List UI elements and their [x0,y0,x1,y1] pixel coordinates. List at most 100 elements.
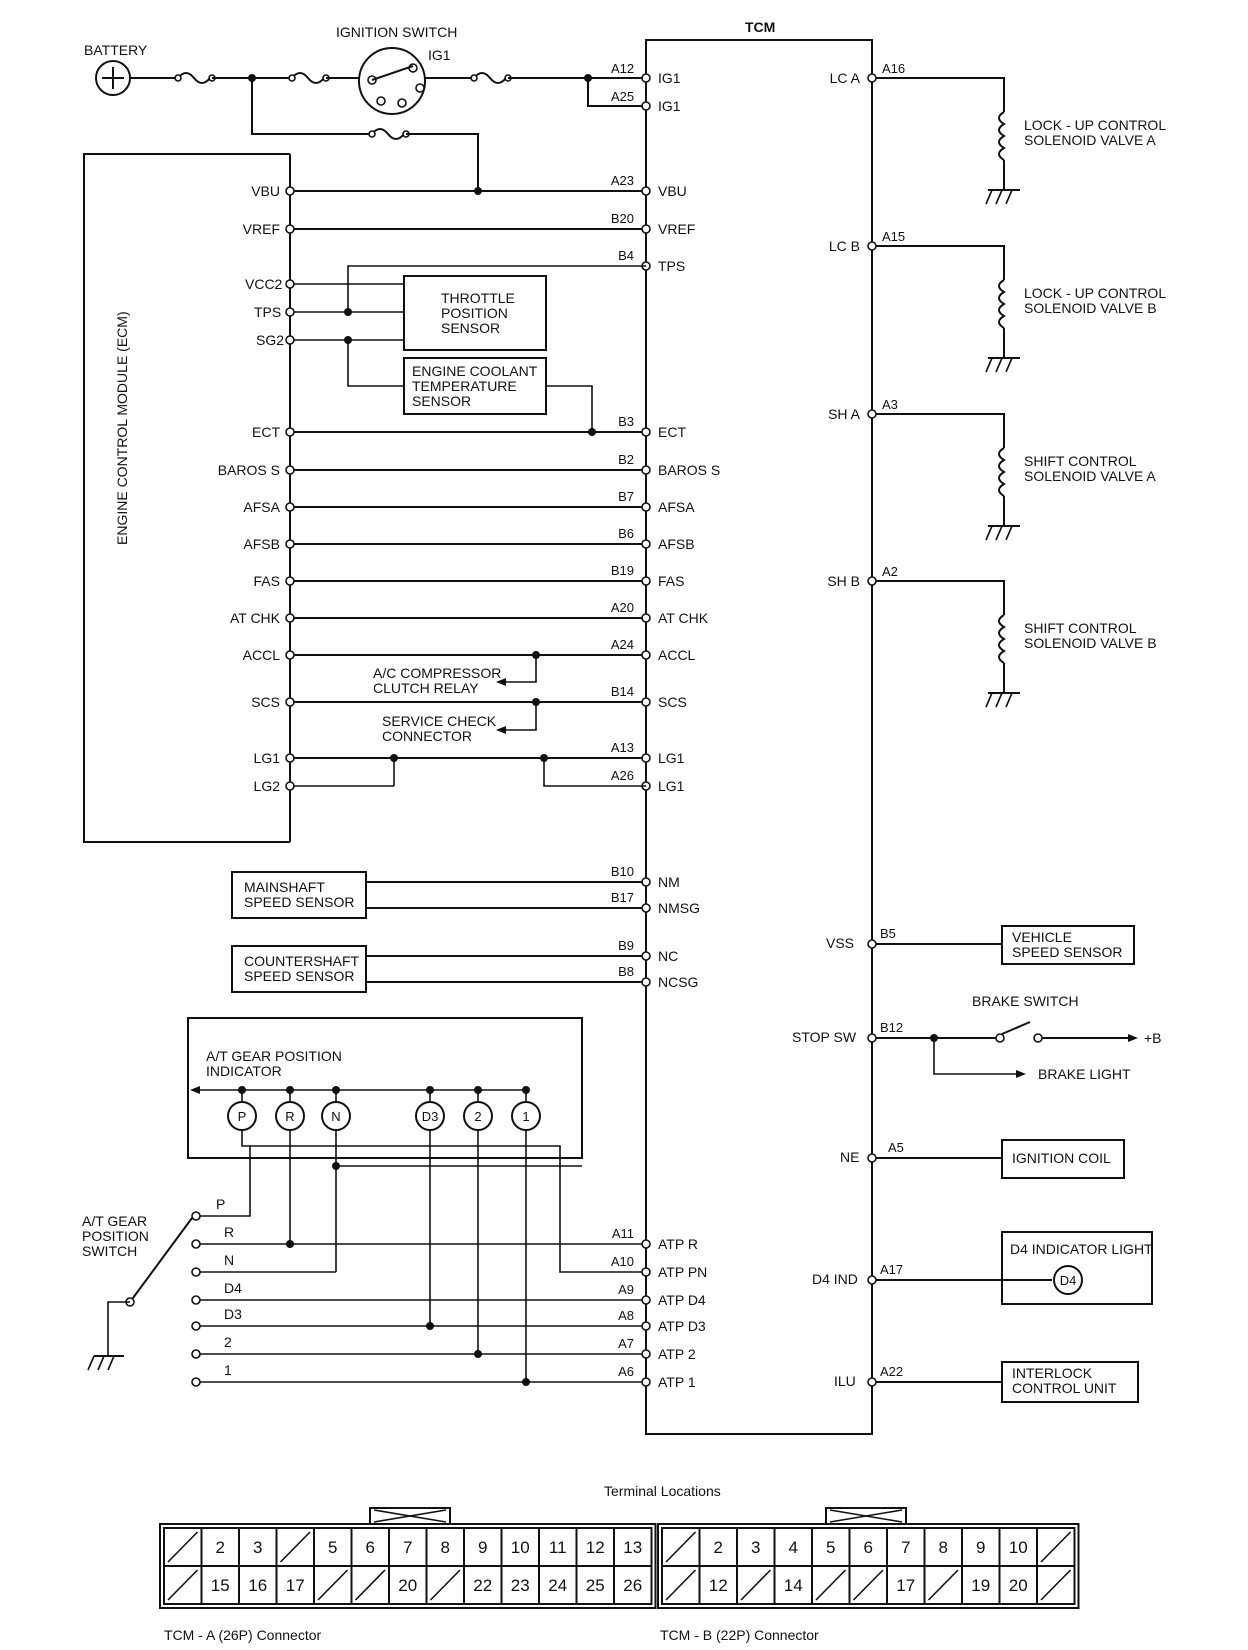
tcm-terminal-b17 [641,903,651,913]
tcm-terminal-a2 [867,576,877,586]
engine-coolant-temperature-sensor-box [403,357,547,415]
ecm-label-at-chk: AT CHK [230,610,281,626]
tcm-label-sh-b: SH B [827,573,860,589]
tcm-terminal-a9 [641,1295,651,1305]
mainshaft-line-1: MAINSHAFT [244,879,325,895]
connector-a-terminal-24: 24 [548,1576,567,1595]
tcm-label-b10: NM [658,874,680,890]
connector-a-cell [200,1565,240,1605]
pin-a6: A6 [618,1364,634,1379]
ecm-pin-sg2: SG2 [256,332,284,348]
connector-b-cell [773,1565,813,1605]
gear-indicator-box [187,1017,583,1159]
connector-b-cell [961,1565,1001,1605]
ecm-terminal-vbu [285,186,295,196]
ecm-terminal-vref [285,224,295,234]
tcm-terminal-a24 [641,650,651,660]
tcm-label: TCM [745,19,775,35]
connector-a-cell [500,1527,540,1567]
connector-a-terminal-16: 16 [248,1576,267,1595]
tcm-label-sh-a: SH A [828,406,861,422]
gear-switch-contact-d4 [191,1295,201,1305]
gear-lamp-2-label: 2 [474,1109,481,1124]
ecm-label-accl: ACCL [243,647,281,663]
pin-b5: B5 [880,926,896,941]
tcm-terminal-b3 [641,427,651,437]
solenoid-coil-a3-icon [998,447,1006,497]
tcm-label-b8: NCSG [658,974,698,990]
gear-switch-contact-2 [191,1349,201,1359]
gear-switch-pos-n: N [224,1252,234,1268]
pin-a20: A20 [611,600,634,615]
connector-a-terminal-3: 3 [253,1538,262,1557]
pin-b14: B14 [611,684,634,699]
tcm-label-b19: FAS [658,573,684,589]
solenoid-a15-name-1: LOCK - UP CONTROL [1024,285,1166,301]
connector-b-terminal-7: 7 [901,1538,910,1557]
ilu-line-2: CONTROL UNIT [1012,1380,1117,1396]
tcm-terminal-ig1-1 [641,101,651,111]
connector-a-terminal-8: 8 [441,1538,450,1557]
connector-b-terminal-17: 17 [896,1576,915,1595]
connector-a-terminal-12: 12 [586,1538,605,1557]
tcm-pin-vss: VSS [826,935,854,951]
ecm-label-lg2: LG2 [254,778,281,794]
pin-b4: B4 [618,248,634,263]
mainshaft-speed-sensor-box [231,871,367,919]
connector-a-terminal-9: 9 [478,1538,487,1557]
pin-b7: B7 [618,489,634,504]
ect-line-1: ENGINE COOLANT [412,363,538,379]
pin-a15: A15 [882,229,905,244]
stop-switch-row: STOP SW B12 +B BRAKE SWITCH BRAKE LIGHT [792,993,1162,1082]
connector-b-terminal-12: 12 [709,1576,728,1595]
tcm-label-b4: TPS [658,258,685,274]
connector-b-terminal-2: 2 [714,1538,723,1557]
connector-b-terminal-9: 9 [976,1538,985,1557]
vehicle-speed-sensor-box [1001,925,1135,965]
d4-lamp-icon [1053,1265,1083,1295]
tcm-terminal-a11 [641,1239,651,1249]
ne-row: NE A5 IGNITION COIL [840,1139,1125,1179]
tcm-label-b17: NMSG [658,900,700,916]
ecm-terminal-scs [285,697,295,707]
tcm-terminal-b6 [641,539,651,549]
gear-lamp-1-label: 1 [522,1109,529,1124]
pin-a7: A7 [618,1336,634,1351]
plus-b-label: +B [1144,1030,1162,1046]
ecm-label-afsa: AFSA [243,499,280,515]
ignition-coil-label: IGNITION COIL [1012,1150,1111,1166]
connector-b-terminal-20: 20 [1009,1576,1028,1595]
ignition-switch-symbol [358,47,426,115]
fuse-ig1 [470,72,512,84]
solenoid-coil-a2-icon [998,614,1006,664]
tps-line-3: SENSOR [441,320,500,336]
solenoid-a16-name-1: LOCK - UP CONTROL [1024,117,1166,133]
connector-b-cell [698,1565,738,1605]
pin-b8: B8 [618,964,634,979]
tcm-label-a13: LG1 [658,750,685,766]
ignition-switch-label: IGNITION SWITCH [336,24,457,40]
gear-switch-contact-r [191,1239,201,1249]
gear-switch-pos-d4: D4 [224,1280,242,1296]
pin-a11: A11 [612,1226,634,1241]
connector-a-terminal-13: 13 [623,1538,642,1557]
connector-b-terminal-6: 6 [864,1538,873,1557]
pin-a12: A12 [611,61,634,76]
solenoid-a3-name-1: SHIFT CONTROL [1024,453,1137,469]
connector-a-terminal-15: 15 [211,1576,230,1595]
tcm-terminal-b7 [641,502,651,512]
ecm-terminal-ect [285,427,295,437]
connector-a-terminal-11: 11 [549,1538,567,1557]
connector-a-terminal-5: 5 [328,1538,337,1557]
tcm-label-b20: VREF [658,221,695,237]
vss-line-1: VEHICLE [1012,929,1072,945]
ac-relay-line-1: A/C COMPRESSOR [373,665,501,681]
connector-a-terminal-20: 20 [398,1576,417,1595]
ecm-terminal-accl [285,650,295,660]
pin-a16: A16 [882,61,905,76]
connector-b-terminal-10: 10 [1009,1538,1028,1557]
tcm-terminal-b8 [641,977,651,987]
